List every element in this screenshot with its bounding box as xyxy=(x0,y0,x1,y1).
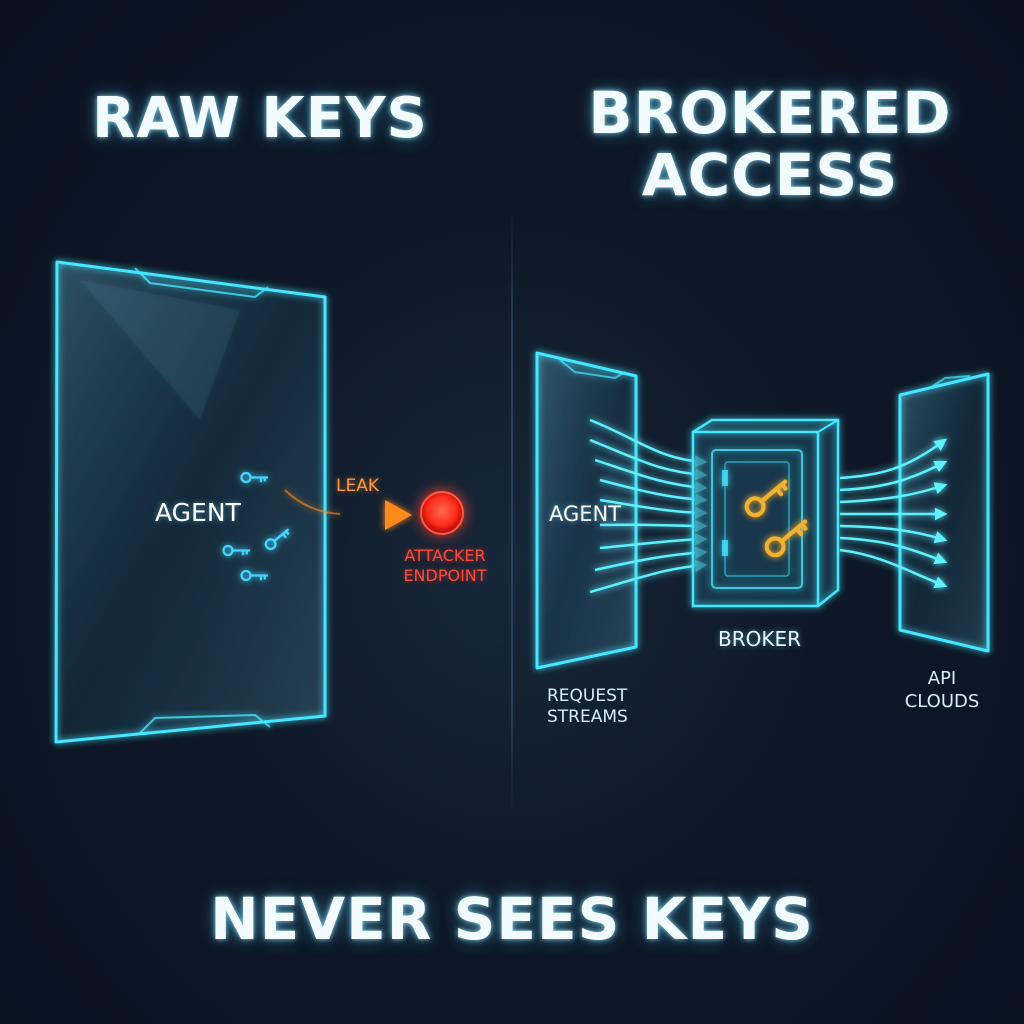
request-streams-label: REQUEST STREAMS xyxy=(547,686,628,729)
attacker-endpoint-label: ATTACKER ENDPOINT xyxy=(390,546,500,586)
broker-label: BROKER xyxy=(718,627,802,651)
broker-vault xyxy=(691,418,840,608)
raw-keys-title: RAW KEYS xyxy=(92,86,428,151)
leak-label: LEAK xyxy=(336,476,379,496)
api-output-lines xyxy=(839,438,948,589)
api-label-line2: CLOUDS xyxy=(904,690,980,712)
attacker-label-line2: ENDPOINT xyxy=(403,566,487,585)
right-agent-label: AGENT xyxy=(549,502,622,526)
attacker-endpoint-dot xyxy=(420,491,464,535)
api-clouds-panel xyxy=(898,372,990,653)
leak-arrow xyxy=(266,489,412,530)
brokered-access-title-line2: ACCESS xyxy=(641,141,899,209)
right-agent-panel xyxy=(535,351,638,670)
api-label-line1: API xyxy=(927,668,957,689)
left-agent-label: AGENT xyxy=(155,498,241,527)
left-agent-panel xyxy=(54,260,327,744)
brokered-access-title-line1: BROKERED xyxy=(588,79,952,147)
api-clouds-label: API CLOUDS xyxy=(896,668,988,713)
request-label-line2: STREAMS xyxy=(547,707,628,728)
section-divider xyxy=(511,205,513,825)
footer-tagline: NEVER SEES KEYS xyxy=(210,885,814,953)
attacker-label-line1: ATTACKER xyxy=(404,546,486,565)
request-label-line1: REQUEST xyxy=(547,686,628,706)
